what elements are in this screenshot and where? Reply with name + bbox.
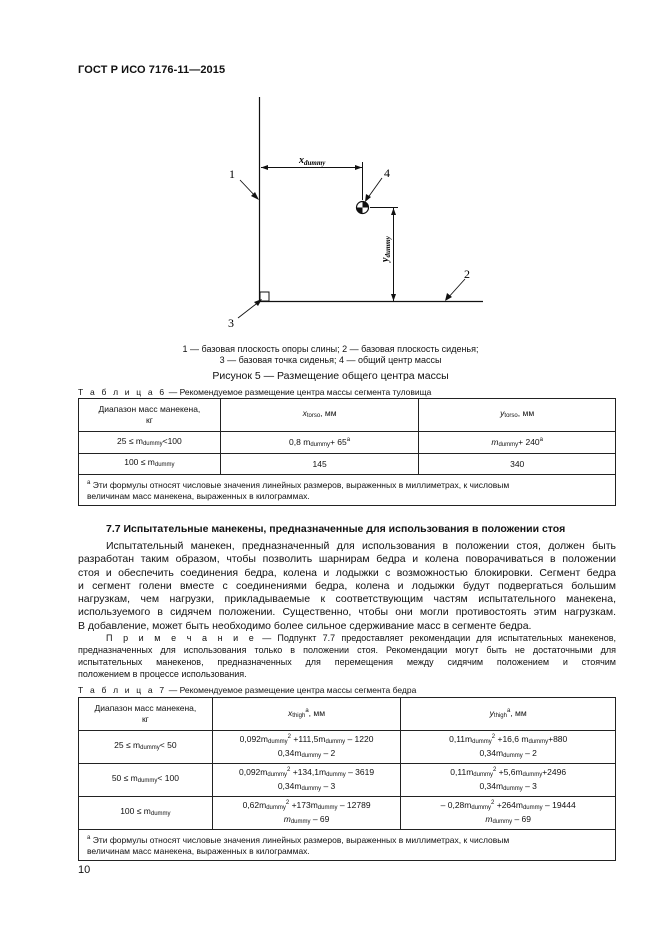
table6-footnote: a Эти формулы относят числовые значения …	[78, 474, 616, 506]
center-of-mass-icon	[355, 200, 370, 215]
figure-label-3: 3	[228, 316, 234, 330]
table7-cell: 50 ≤ mdummy< 100	[78, 763, 213, 797]
seat-reference-point-box	[259, 291, 270, 302]
leader-4	[366, 177, 383, 200]
table7-head-y: ythigha, мм	[400, 697, 616, 731]
table-row: 50 ≤ mdummy< 100 0,092mdummy2 +134,1mdum…	[78, 763, 616, 797]
figure-title: Рисунок 5 — Размещение общего центра мас…	[212, 370, 449, 382]
table7-cell: 25 ≤ mdummy< 50	[78, 730, 213, 764]
table6: Диапазон масс манекена,кг xtorso, мм yto…	[78, 398, 616, 506]
table7-cell: 100 ≤ mdummy	[78, 796, 213, 830]
table6-head-y: ytorso, мм	[418, 398, 616, 432]
section-note: П р и м е ч а н и е — Подпункт 7.7 предо…	[78, 633, 616, 679]
table6-caption: Т а б л и ц а 6 — Рекомендуемое размещен…	[78, 387, 432, 397]
table7-head-x: xthigha, мм	[211, 697, 402, 731]
table7-head-range: Диапазон масс манекена,кг	[78, 697, 213, 731]
table6-head-range: Диапазон масс манекена,кг	[78, 398, 221, 432]
page-number: 10	[78, 864, 91, 876]
table7-footnote: a Эти формулы относят числовые значения …	[78, 829, 616, 861]
table7-caption: Т а б л и ц а 7 — Рекомендуемое размещен…	[78, 685, 417, 695]
table-row: 25 ≤ mdummy< 50 0,092mdummy2 +111,5mdumm…	[78, 730, 616, 764]
document-header: ГОСТ Р ИСО 7176-11—2015	[78, 64, 226, 76]
table6-cell: 100 ≤ mdummy	[78, 453, 221, 475]
table6-cell: mdummy+ 240a	[418, 431, 616, 454]
table-row: 100 ≤ mdummy 0,62mdummy2 +173mdummy – 12…	[78, 796, 616, 830]
section-heading: 7.7 Испытательные манекены, предназначен…	[106, 523, 566, 535]
table6-cell: 0,8 mdummy+ 65a	[219, 431, 420, 454]
y-dimension-label: ydummy	[380, 235, 392, 263]
figure-5-diagram: 1 4 2 3 xdummy ydummy	[228, 97, 483, 330]
figure-caption-line1: 1 — базовая плоскость опоры слины; 2 — б…	[182, 344, 479, 354]
figure-label-2: 2	[464, 267, 470, 281]
table7: Диапазон масс манекена,кг xthigha, мм yt…	[78, 697, 616, 861]
table6-head-x: xtorso, мм	[219, 398, 420, 432]
table6-cell: 340	[418, 453, 616, 475]
figure-label-1: 1	[229, 167, 235, 181]
x-dimension-label: xdummy	[298, 155, 326, 167]
section-paragraph: Испытательный манекен, предназначенный д…	[78, 540, 616, 632]
figure-label-4: 4	[384, 166, 390, 180]
figure-caption-line2: 3 — базовая точка сиденья; 4 — общий цен…	[219, 355, 442, 365]
table6-cell: 145	[219, 453, 420, 475]
table6-cell: 25 ≤ mdummy<100	[78, 431, 221, 454]
